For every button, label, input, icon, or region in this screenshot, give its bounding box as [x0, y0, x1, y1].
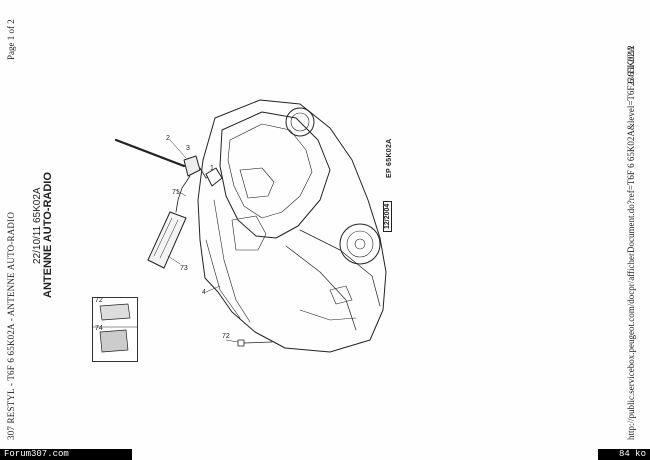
callout-4: 4: [202, 289, 206, 296]
antenna-base: [183, 155, 201, 177]
callout-2: 2: [166, 135, 170, 142]
headlamp: [329, 285, 353, 305]
car-roof-outline: [219, 111, 331, 239]
car-cabin-outline: [227, 123, 313, 219]
callout-1: 1: [210, 165, 214, 172]
footer-watermark: Forum307.com: [0, 449, 132, 460]
figure-ref-code: EP 65K02A: [386, 138, 393, 178]
antenna-mount: [205, 167, 223, 187]
rear-seat: [231, 215, 267, 251]
antenna-mast: [114, 138, 186, 168]
callout-3: 3: [186, 145, 190, 152]
inset-part-74: [99, 329, 129, 353]
callout-73: 73: [180, 265, 188, 272]
callout-72: 72: [222, 333, 230, 340]
car-body-outline: [197, 99, 387, 353]
front-seat: [239, 167, 275, 199]
front-wheel: [339, 223, 381, 265]
callout-inset-72: 72: [95, 297, 103, 304]
callout-71: 71: [172, 189, 180, 196]
antenna-amplifier: [147, 211, 187, 269]
antenna-cable: [175, 175, 191, 213]
connector-72: [237, 339, 245, 347]
inset-part-72: [99, 303, 131, 321]
footer-filesize: 84 ko: [598, 449, 650, 460]
rear-wheel: [285, 107, 315, 137]
figure-ref-date: 12/2004: [383, 200, 392, 232]
callout-inset-74: 74: [95, 325, 103, 332]
